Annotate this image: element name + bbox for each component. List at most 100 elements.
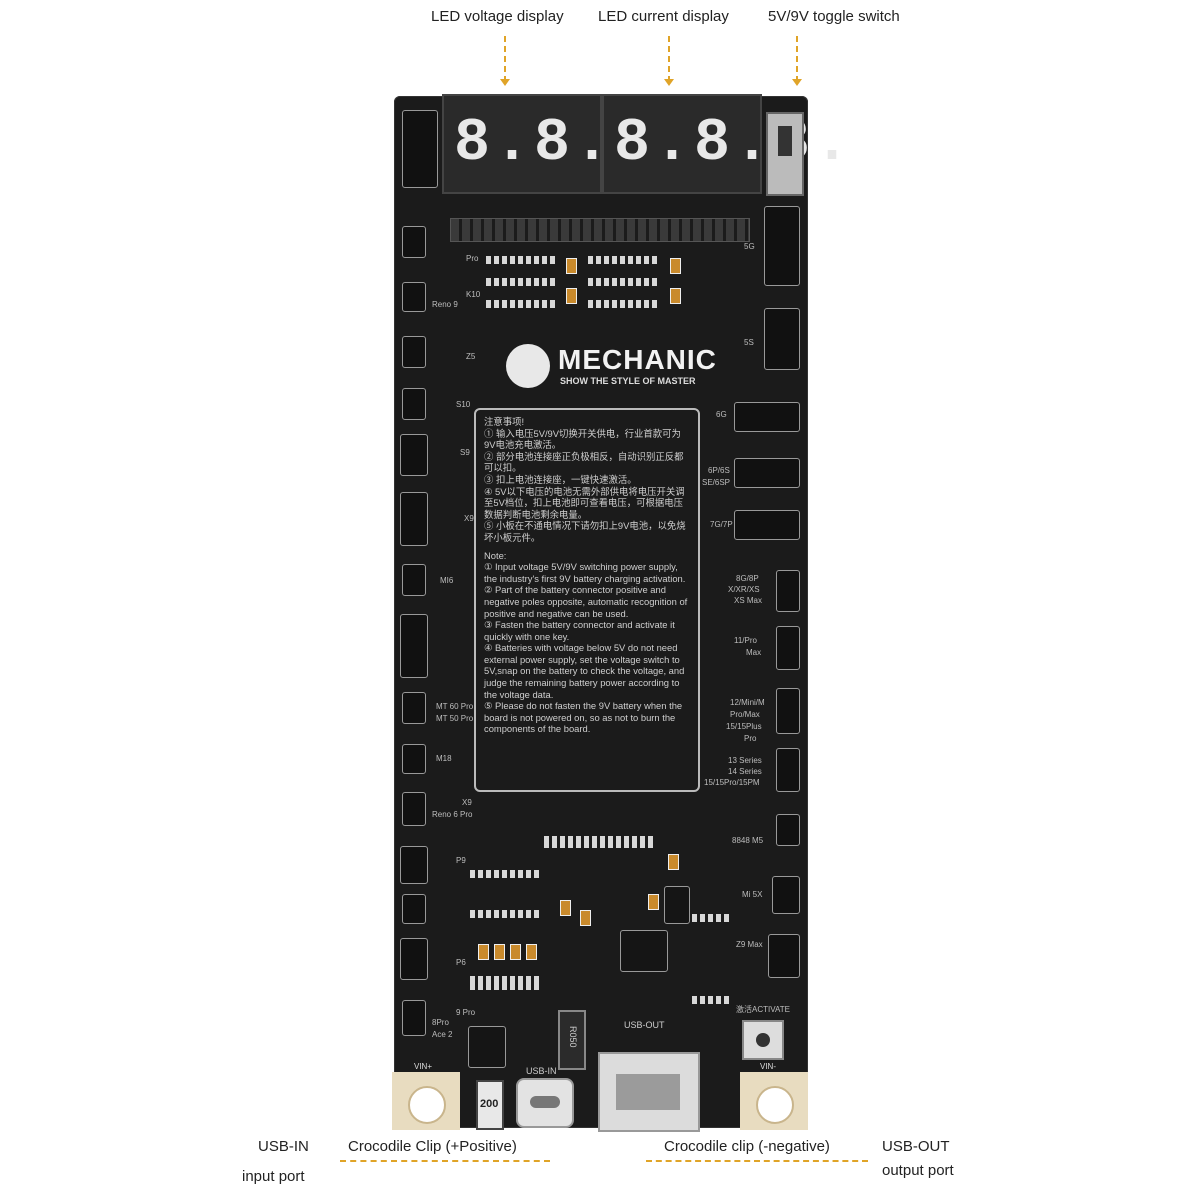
led-current-callout: LED current display <box>598 8 729 25</box>
label-15b: Pro <box>744 734 757 743</box>
toggle-arrow <box>792 36 802 86</box>
label-ace2: Ace 2 <box>432 1030 453 1039</box>
battery-connector[interactable] <box>764 308 800 370</box>
led-current-display: 8.8.8. <box>602 94 850 194</box>
battery-connector[interactable] <box>776 748 800 792</box>
label-s9: S9 <box>460 448 470 457</box>
battery-connector[interactable] <box>776 626 800 670</box>
resistor <box>580 910 591 926</box>
battery-connector[interactable] <box>400 434 428 476</box>
battery-connector[interactable] <box>400 846 428 884</box>
battery-connector[interactable] <box>734 402 800 432</box>
seg-200-label: 200 <box>480 1098 499 1110</box>
battery-connector[interactable] <box>400 938 428 980</box>
chip-row <box>486 278 556 286</box>
current-arrow <box>664 36 674 86</box>
battery-connector[interactable] <box>402 388 426 420</box>
positive-clip-line <box>340 1160 550 1162</box>
label-mt50: MT 50 Pro <box>436 714 474 723</box>
label-z5: Z5 <box>466 352 476 361</box>
battery-connector[interactable] <box>402 894 426 924</box>
label-se: SE/6SP <box>702 478 731 487</box>
battery-connector[interactable] <box>776 570 800 612</box>
usb-c-slot[interactable] <box>530 1096 560 1108</box>
battery-connector[interactable] <box>734 458 800 488</box>
vin-positive-pad[interactable] <box>392 1072 460 1130</box>
usb-c-input-port[interactable] <box>516 1078 574 1128</box>
fuse-resistor: R050 <box>558 1010 586 1070</box>
label-m18: M18 <box>436 754 452 763</box>
notice-en-1: ① Input voltage 5V/9V switching power su… <box>484 561 686 584</box>
notice-cn-2: ② 部分电池连接座正负极相反，自动识别正反都可以扣。 <box>484 450 684 474</box>
battery-connector[interactable] <box>402 226 426 258</box>
top-left-connector <box>402 110 438 188</box>
label-9pro: 9 Pro <box>456 1008 476 1017</box>
led-voltage-display: 8.8.8. <box>442 94 690 194</box>
output-port-callout: output port <box>882 1162 954 1179</box>
crocodile-negative-callout: Crocodile clip (-negative) <box>664 1138 830 1155</box>
chip-row <box>544 836 654 848</box>
vin-positive-label: VIN+ <box>414 1062 433 1071</box>
chip-row <box>692 914 732 922</box>
toggle-knob[interactable] <box>778 126 792 156</box>
battery-connector[interactable] <box>402 564 426 596</box>
label-x: X/XR/XS <box>728 585 760 594</box>
activate-button-cap[interactable] <box>756 1033 770 1047</box>
vin-negative-hole[interactable] <box>756 1086 794 1124</box>
battery-connector[interactable] <box>402 1000 426 1036</box>
battery-connector[interactable] <box>776 688 800 734</box>
resistor <box>526 944 537 960</box>
label-x9: X9 <box>464 514 474 523</box>
battery-connector[interactable] <box>400 492 428 546</box>
resistor <box>648 894 659 910</box>
notice-en-2: ② Part of the battery connector positive… <box>484 584 688 619</box>
resistor <box>560 900 571 916</box>
current-digits: 8.8.8. <box>614 110 855 178</box>
notice-cn-title: 注意事项! <box>484 416 525 427</box>
battery-connector[interactable] <box>402 744 426 774</box>
battery-connector[interactable] <box>768 934 800 978</box>
label-6g: 6G <box>716 410 727 419</box>
label-mi6: MI6 <box>440 576 454 585</box>
battery-connector[interactable] <box>402 336 426 368</box>
label-p6: P6 <box>456 958 466 967</box>
label-14: 14 Series <box>728 767 762 776</box>
notice-cn-4: ④ 5V以下电压的电池无需外部供电将电压开关调至5V档位，扣上电池即可查看电压，… <box>484 485 685 520</box>
activate-button[interactable] <box>742 1020 784 1060</box>
label-15: 15/15Plus <box>726 722 762 731</box>
usb-in-board-label: USB-IN <box>526 1066 557 1076</box>
usb-a-output-port[interactable] <box>598 1052 700 1132</box>
ic-chip <box>664 886 690 924</box>
resistor <box>566 258 577 274</box>
battery-connector[interactable] <box>400 614 428 678</box>
battery-connector[interactable] <box>402 692 426 724</box>
label-mt60: MT 60 Pro <box>436 702 474 711</box>
label-5g: 5G <box>744 242 755 251</box>
led-voltage-callout: LED voltage display <box>431 8 564 25</box>
vin-positive-hole[interactable] <box>408 1086 446 1124</box>
battery-connector[interactable] <box>402 792 426 826</box>
vin-negative-label: VIN- <box>760 1062 776 1071</box>
voltage-toggle-switch[interactable] <box>766 112 804 196</box>
label-11: 11/Pro <box>734 636 757 645</box>
chip-row <box>692 996 732 1004</box>
battery-connector[interactable] <box>734 510 800 540</box>
battery-connector[interactable] <box>776 814 800 846</box>
chip-row <box>588 256 658 264</box>
battery-connector[interactable] <box>772 876 800 914</box>
brand-tagline: SHOW THE STYLE OF MASTER <box>560 376 696 386</box>
label-reno9: Reno 9 <box>432 300 458 309</box>
label-s10: S10 <box>456 400 471 409</box>
usb-a-slot[interactable] <box>616 1074 680 1110</box>
label-reno6: Reno 6 Pro <box>432 810 473 819</box>
notice-panel: 注意事项! ① 输入电压5V/9V切换开关供电，行业首款可为9V电池充电激活。 … <box>474 408 700 792</box>
mechanic-mascot-icon <box>506 344 550 388</box>
toggle-switch-callout: 5V/9V toggle switch <box>768 8 900 25</box>
vin-negative-pad[interactable] <box>740 1072 808 1130</box>
resistor <box>478 944 489 960</box>
notice-cn-5: ⑤ 小板在不通电情况下请勿扣上9V电池，以免烧坏小板元件。 <box>484 520 686 543</box>
battery-connector[interactable] <box>402 282 426 312</box>
battery-connector[interactable] <box>764 206 800 286</box>
label-activate: 激活ACTIVATE <box>736 1005 790 1014</box>
crocodile-positive-callout: Crocodile Clip (+Positive) <box>348 1138 517 1155</box>
